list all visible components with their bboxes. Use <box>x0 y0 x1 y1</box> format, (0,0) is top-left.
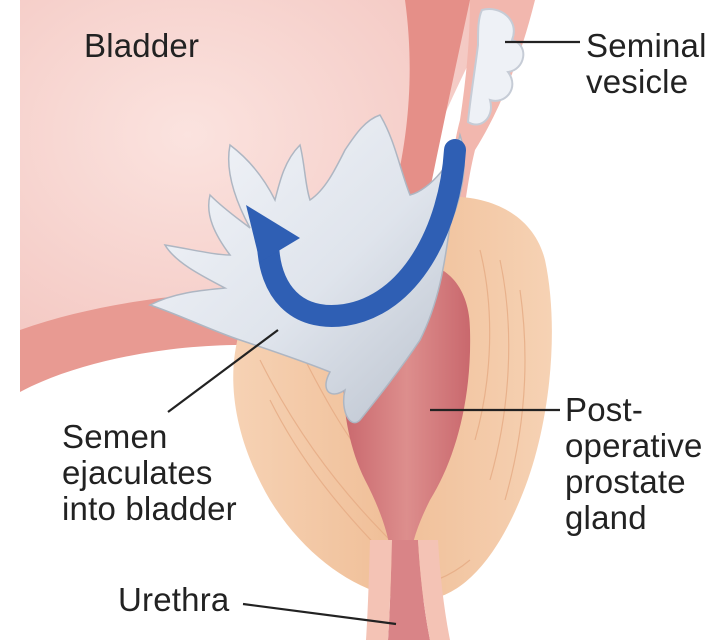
prostate-label: Post- operative prostate gland <box>565 392 703 536</box>
bladder-label: Bladder <box>84 28 199 64</box>
urethra-label: Urethra <box>118 582 229 618</box>
urethra-outer <box>366 540 392 640</box>
seminal-vesicle-label: Seminal vesicle <box>586 28 707 100</box>
semen-label: Semen ejaculates into bladder <box>62 419 237 527</box>
